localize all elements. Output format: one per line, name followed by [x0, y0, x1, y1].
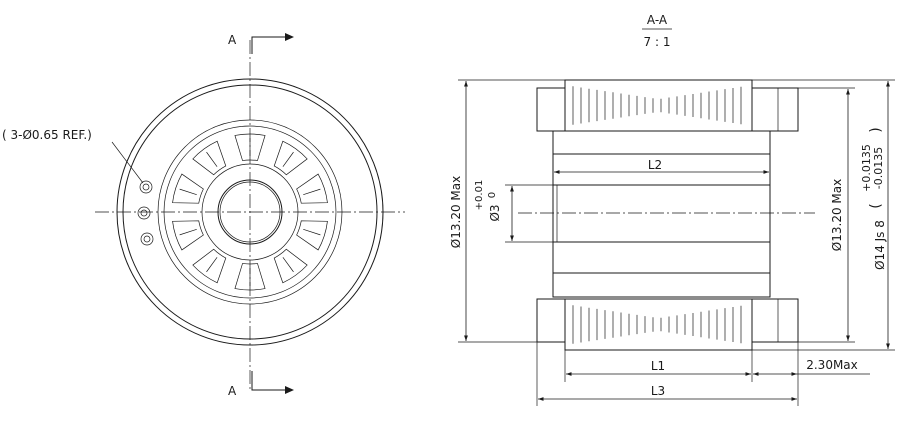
stator-teeth	[172, 133, 328, 291]
winding-bottom-lines	[572, 305, 742, 344]
bore-inner-circle	[219, 181, 281, 243]
section-marker-bottom: A	[228, 384, 237, 398]
L1-label: L1	[651, 359, 665, 373]
stator-slot	[296, 173, 328, 204]
housing-bottom-left	[536, 298, 566, 343]
stator-outer-circle	[157, 119, 343, 305]
stator-slot	[273, 140, 308, 176]
bore-tol-lower: 0	[487, 192, 498, 198]
stator-slot	[234, 263, 266, 291]
rotor-circle	[201, 163, 299, 261]
rotor-body	[552, 153, 771, 274]
bore-tol-upper: +0.01	[474, 180, 485, 211]
stator-slot	[273, 248, 308, 284]
stator-inner-circle	[163, 125, 337, 299]
stator-slot	[172, 220, 204, 251]
slot-divider	[282, 151, 294, 167]
slot-divider	[179, 188, 197, 196]
housing-dia-label: Ø14 Js 8	[873, 220, 887, 270]
callout-leader	[111, 141, 144, 184]
section-title: A-A	[647, 13, 668, 27]
housing-top-right	[751, 87, 799, 132]
outer-ring-inner-edge	[122, 84, 378, 340]
housing-bottom-right	[751, 298, 799, 343]
magnet-top	[552, 130, 771, 155]
bore-dia-label: Ø3	[488, 204, 502, 221]
end-view: ( 3-Ø0.65 REF.) A A	[2, 33, 405, 398]
stator-slot	[234, 133, 266, 161]
overhang-label: 2.30Max	[806, 358, 858, 372]
housing-top-left	[536, 87, 566, 132]
winding-top	[564, 79, 753, 132]
section-view: A-A 7 : 1 Ø3	[449, 13, 895, 406]
housing-tol-lower: -0.0135	[872, 147, 885, 189]
outer-ring	[116, 78, 384, 346]
slot-divider	[206, 257, 218, 273]
L3-label: L3	[651, 384, 665, 398]
hole-1	[139, 180, 153, 194]
bore-outer-circle	[217, 179, 283, 245]
section-marker-top: A	[228, 33, 237, 47]
hole-3	[140, 232, 154, 246]
section-scale: 7 : 1	[644, 35, 671, 49]
section-arrow-top: A	[228, 33, 294, 54]
stator-slot	[192, 248, 227, 284]
slot-divider	[206, 151, 218, 167]
slot-divider	[282, 257, 294, 273]
stator-slot	[172, 173, 204, 204]
slot-divider	[179, 228, 197, 236]
magnet-bottom	[552, 272, 771, 298]
hole-2	[137, 206, 151, 220]
stator-slot	[192, 140, 227, 176]
stator-slot	[296, 220, 328, 251]
outer-dia-right-label: Ø13.20 Max	[830, 179, 844, 251]
svg-text:): )	[868, 127, 884, 132]
slot-divider	[303, 228, 321, 236]
section-arrow-bottom: A	[228, 371, 294, 398]
outer-dia-left-label: Ø13.20 Max	[449, 176, 463, 248]
L2-label: L2	[648, 158, 662, 172]
winding-top-lines	[572, 86, 742, 125]
housing-tol-upper: +0.0135	[860, 144, 873, 192]
hole-callout: ( 3-Ø0.65 REF.)	[2, 128, 92, 142]
mounting-holes	[137, 180, 154, 246]
svg-text:(: (	[868, 203, 884, 208]
slot-divider	[303, 188, 321, 196]
winding-bottom	[564, 298, 753, 351]
